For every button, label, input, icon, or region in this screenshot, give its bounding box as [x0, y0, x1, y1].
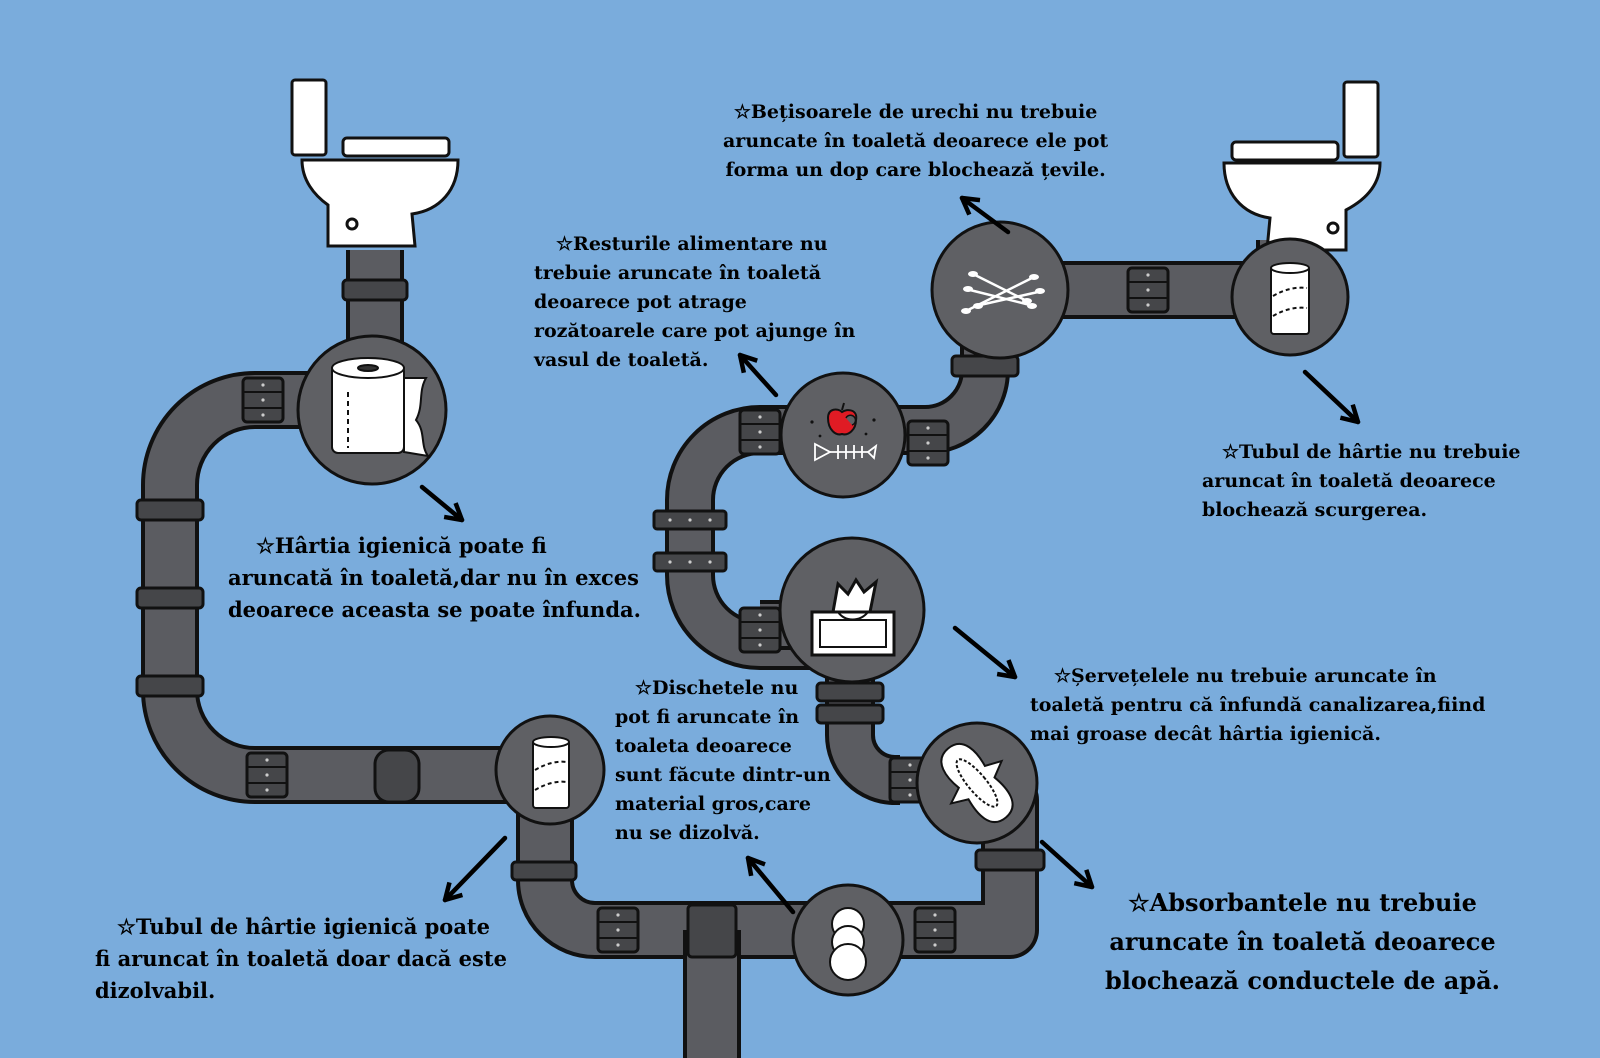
medallion-paper-tube-right — [1230, 237, 1350, 357]
note-cotton-pads: ☆Dischetele nu pot fi aruncate în toalet… — [615, 674, 831, 848]
note-line: deoarece aceasta se poate înfunda. — [228, 597, 641, 622]
note-line: aruncat în toaletă deoarece — [1202, 470, 1496, 492]
note-cotton-swabs: ☆Bețisoarele de urechi nu trebuie arunca… — [723, 98, 1108, 185]
note-line: ☆Hârtia igienică poate fi — [256, 533, 547, 558]
medallion-cotton-pads — [791, 883, 905, 997]
pipe-couplings — [135, 266, 1170, 959]
toilet-paper-roll-icon — [331, 357, 431, 458]
left-pipe — [145, 250, 545, 800]
note-line: toaletă pentru că înfundă canalizarea,fi… — [1030, 694, 1486, 716]
left-toilet-icon — [290, 78, 460, 248]
note-line: deoarece pot atrage — [534, 291, 747, 313]
note-line: aruncate în toaletă deoarece ele pot — [723, 130, 1109, 152]
paper-tube-icon — [532, 736, 570, 809]
medallion-food-scraps — [779, 371, 907, 499]
note-line: ☆Tubul de hârtie nu trebuie — [1222, 441, 1521, 463]
note-line: blochează conductele de apă. — [1105, 966, 1500, 995]
arrow-food-scraps — [737, 352, 779, 398]
tissue-box-icon — [810, 577, 896, 657]
note-line: vasul de toaletă. — [534, 349, 709, 371]
note-line: fi aruncat în toaletă doar dacă este — [95, 946, 507, 971]
medallion-cotton-swabs — [930, 220, 1070, 360]
medallion-tissue-box — [778, 536, 926, 684]
arrow-cotton-swabs — [959, 195, 1011, 235]
medallion-sanitary-pad — [915, 721, 1039, 845]
arrow-tissue-box — [952, 625, 1018, 680]
note-line: ☆Bețisoarele de urechi nu trebuie — [733, 101, 1098, 123]
note-line: material gros,care — [615, 793, 811, 815]
medallion-toilet-paper — [296, 334, 448, 486]
note-line: rozătoarele care pot ajunge în — [534, 320, 856, 342]
note-line: ☆Tubul de hârtie igienică poate — [117, 914, 490, 939]
cotton-swabs-icon — [961, 271, 1045, 314]
note-line: aruncate în toaletă deoarece — [1109, 927, 1496, 956]
note-pads: ☆Absorbantele nu trebuie aruncate în toa… — [1105, 883, 1500, 1000]
note-line: sunt făcute dintr-un — [615, 764, 831, 786]
note-line: forma un dop care blochează țevile. — [725, 159, 1106, 181]
arrow-toilet-paper — [419, 484, 465, 523]
note-line: ☆Resturile alimentare nu — [556, 233, 828, 255]
arrow-cotton-pads — [745, 855, 796, 915]
note-line: blochează scurgerea. — [1202, 499, 1428, 521]
note-line: nu se dizolvă. — [615, 822, 760, 844]
right-toilet-icon — [1222, 80, 1382, 252]
food-scraps-icon — [810, 402, 878, 462]
cotton-pads-icon — [829, 907, 867, 981]
note-wipes: ☆Șervețelele nu trebuie aruncate în toal… — [1030, 662, 1485, 749]
note-line: mai groase decât hârtia igienică. — [1030, 723, 1381, 745]
note-line: trebuie aruncate în toaletă — [534, 262, 822, 284]
note-line: aruncată în toaletă,dar nu în exces — [228, 565, 639, 590]
arrows — [419, 195, 1361, 915]
arrow-sanitary-pad — [1039, 839, 1095, 890]
note-paper-tube-dissolvable: ☆Tubul de hârtie igienică poate fi arunc… — [95, 911, 507, 1007]
bottom-trunk-pipe — [520, 775, 1035, 955]
middle-snake-pipe — [669, 325, 1006, 801]
note-line: ☆Dischetele nu — [635, 677, 799, 699]
note-line: ☆Absorbantele nu trebuie — [1128, 888, 1477, 917]
note-line: ☆Șervețelele nu trebuie aruncate în — [1054, 665, 1437, 687]
sanitary-pad-icon — [940, 742, 1014, 824]
note-line: toaleta deoarece — [615, 735, 792, 757]
note-toilet-paper: ☆Hârtia igienică poate fi aruncată în to… — [228, 530, 641, 626]
arrow-paper-tube-right — [1302, 369, 1361, 425]
arrow-paper-tube-left — [442, 835, 508, 903]
note-food-scraps: ☆Resturile alimentare nu trebuie aruncat… — [534, 230, 855, 375]
medallion-paper-tube-left — [494, 714, 606, 826]
note-line: dizolvabil. — [95, 978, 216, 1003]
note-paper-tube: ☆Tubul de hârtie nu trebuie aruncat în t… — [1202, 438, 1521, 525]
note-line: pot fi aruncate în — [615, 706, 800, 728]
